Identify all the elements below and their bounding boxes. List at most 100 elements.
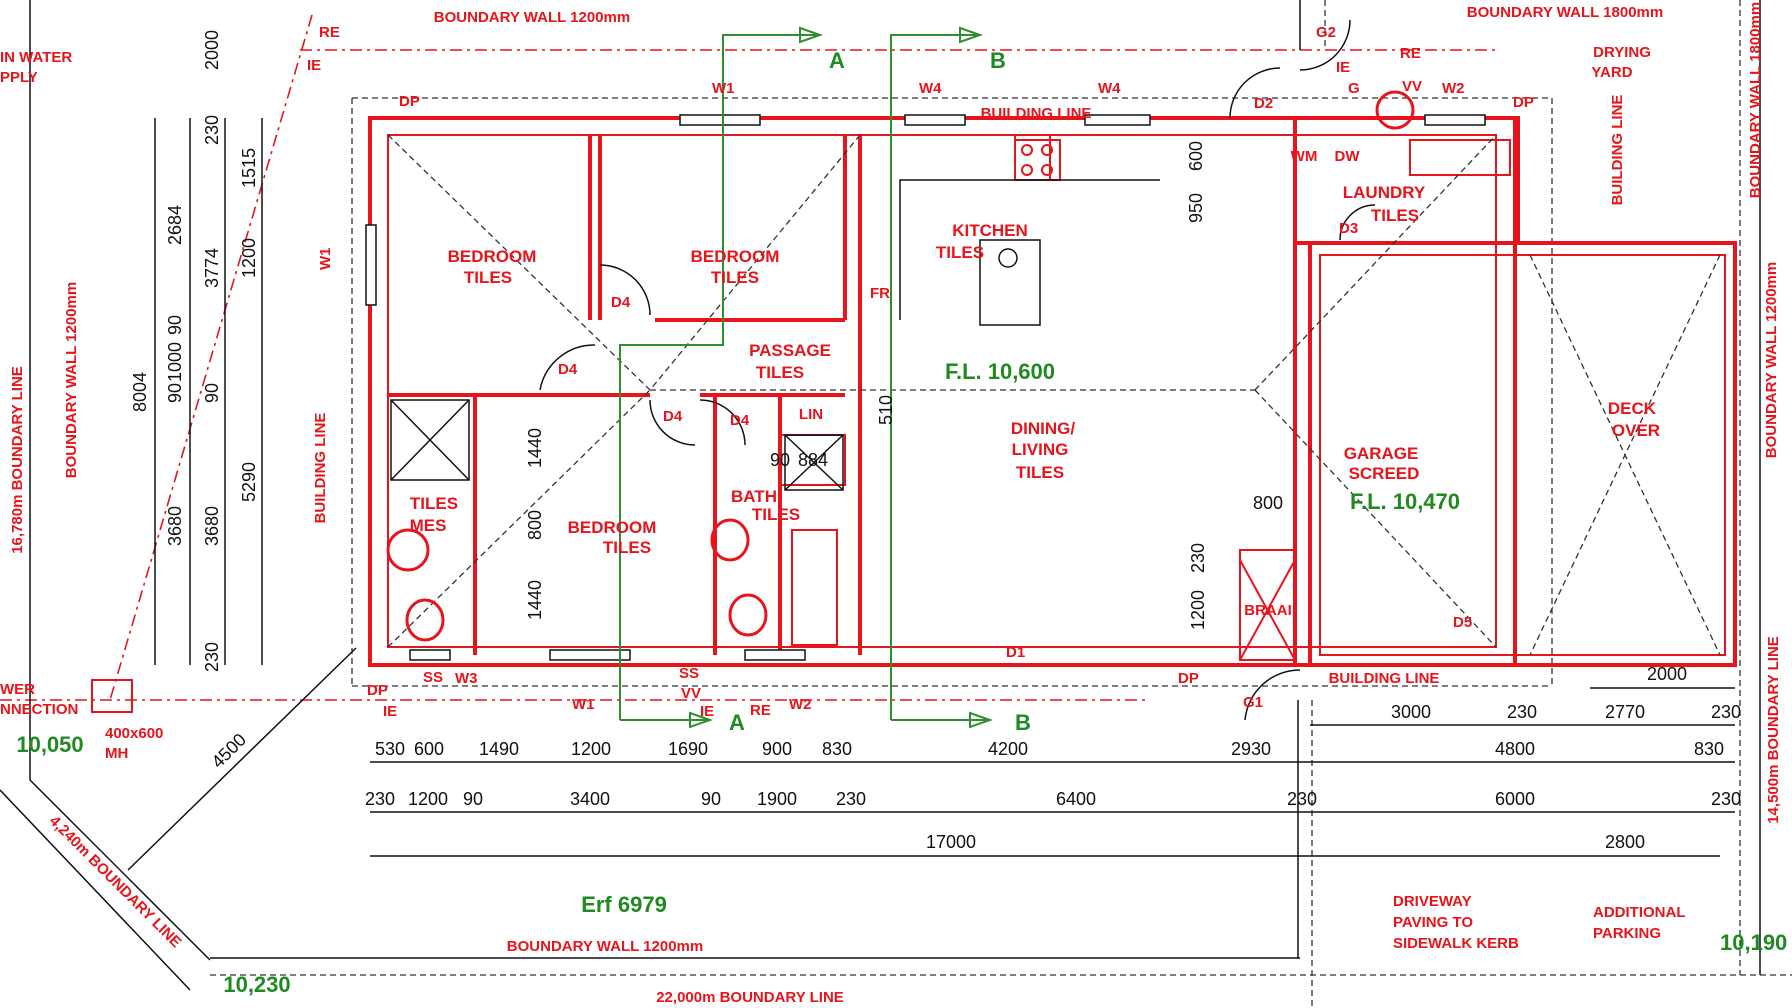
dim-passage-510: 510 (876, 395, 896, 425)
ie-tag-2: IE (1336, 59, 1350, 76)
dim-shower-884: 884 (798, 450, 828, 470)
sewer-note: WER (0, 681, 35, 698)
dp-tag-3: DP (367, 682, 388, 699)
doors (539, 19, 1376, 721)
section-a-top: A (829, 48, 845, 73)
dim-bed3-1440b: 1440 (525, 580, 545, 620)
dim-r1-7: 4200 (988, 739, 1028, 759)
garage-finish: SCREED (1349, 464, 1420, 483)
d1-tag: D1 (1006, 644, 1025, 661)
building-line-top: BUILDING LINE (981, 105, 1092, 122)
ie-tag-3: IE (383, 703, 397, 720)
boundary-bottom-line: 22,000m BOUNDARY LINE (656, 989, 844, 1006)
laundry-finish: TILES (1371, 206, 1419, 225)
dim-r2-3: 3400 (570, 789, 610, 809)
boundary-right-line: 14,500m BOUNDARY LINE (1765, 636, 1782, 824)
vv-tag-1: VV (1402, 78, 1422, 95)
manhole-note-2: MH (105, 745, 128, 762)
driveway-note-2: PAVING TO (1393, 914, 1473, 931)
d2-tag: D2 (1254, 95, 1273, 112)
dim-r1-1: 600 (414, 739, 444, 759)
garage-label: GARAGE (1344, 444, 1419, 463)
g1-tag: G1 (1243, 694, 1263, 711)
dim-r1-0: 530 (375, 739, 405, 759)
corner-level-bottom: 10,230 (223, 972, 290, 997)
deck-label: DECK (1608, 399, 1657, 418)
room-labels: BEDROOM TILES BEDROOM TILES PASSAGE TILE… (410, 148, 1661, 619)
w2-tag-1: W2 (1442, 80, 1465, 97)
levels: F.L. 10,600 F.L. 10,470 10,050 10,230 10… (16, 359, 1787, 997)
d5-tag: D5 (1453, 614, 1472, 631)
walls (368, 116, 1737, 667)
dim-r2-0: 230 (365, 789, 395, 809)
bedroom3-label: BEDROOM (568, 518, 657, 537)
boundary-left-line: 16,780m BOUNDARY LINE (9, 366, 26, 554)
water-supply-note: IN WATER (0, 49, 72, 66)
dim-r2-7: 6400 (1056, 789, 1096, 809)
dim-r2-9: 6000 (1495, 789, 1535, 809)
building-line-bottom: BUILDING LINE (1329, 670, 1440, 687)
w4-tag-1: W4 (919, 80, 942, 97)
boundary-diagonal: 4,240m BOUNDARY LINE (46, 812, 185, 951)
windows (365, 114, 1486, 661)
dim-left-1200: 1200 (239, 238, 259, 278)
drying-yard-note-2: YARD (1591, 64, 1632, 81)
dim-left-2000: 2000 (202, 30, 222, 70)
section-a-bottom: A (729, 710, 745, 735)
re-tag-1: RE (319, 24, 340, 41)
drying-yard-note: DRYING (1593, 44, 1651, 61)
dim-left-3680a: 3680 (165, 506, 185, 546)
ie-tag-1: IE (307, 57, 321, 74)
w1-tag-2: W1 (317, 248, 334, 271)
dim-r1-8: 2930 (1231, 739, 1271, 759)
fridge-label: FR (870, 285, 890, 302)
dishwasher-label: DW (1335, 148, 1361, 165)
dim-left-1515: 1515 (239, 148, 259, 188)
dim-r1-10: 830 (1694, 739, 1724, 759)
dim-r1-4: 1690 (668, 739, 708, 759)
deck-finish: OVER (1612, 421, 1660, 440)
laundry-label: LAUNDRY (1343, 183, 1426, 202)
driveway-note-3: SIDEWALK KERB (1393, 935, 1519, 952)
dim-r2-6: 230 (836, 789, 866, 809)
bedroom2-finish: TILES (711, 268, 759, 287)
w3-tag: W3 (455, 670, 478, 687)
dim-r1-6: 830 (822, 739, 852, 759)
mes-label: MES (410, 516, 447, 535)
d4-tag-2: D4 (558, 361, 578, 378)
mes-finish: TILES (410, 494, 458, 513)
boundary-top-right: BOUNDARY WALL 1800mm (1467, 4, 1663, 21)
dim-left-2684: 2684 (165, 205, 185, 245)
ie-tag-4: IE (700, 703, 714, 720)
dim-left-90c: 90 (202, 383, 222, 403)
boundary-top-left: BOUNDARY WALL 1200mm (434, 9, 630, 26)
dim-left-230a: 230 (202, 115, 222, 145)
bedroom1-label: BEDROOM (448, 247, 537, 266)
dim-braai-1200: 1200 (1188, 590, 1208, 630)
dim-r2-10: 230 (1711, 789, 1741, 809)
sewer-note-2: NNECTION (0, 701, 78, 718)
passage-label: PASSAGE (749, 341, 831, 360)
dim-left-5290: 5290 (239, 462, 259, 502)
d4-tag-4: D4 (730, 412, 750, 429)
dim-diag-4500: 4500 (208, 730, 250, 772)
dim-bed3-1440a: 1440 (525, 428, 545, 468)
dim-r2-8: 230 (1287, 789, 1317, 809)
bedroom1-finish: TILES (464, 268, 512, 287)
dining-label: DINING/ (1011, 419, 1076, 438)
braai-label: BRAAI (1244, 602, 1292, 619)
site-notes: IN WATER PPLY WER NNECTION 400x600 MH DR… (0, 44, 1686, 952)
dim-deck-0: 2000 (1647, 664, 1687, 684)
dp-tag-1: DP (399, 93, 420, 110)
dim-r1-3: 1200 (571, 739, 611, 759)
floor-level-garage: F.L. 10,470 (1350, 489, 1460, 514)
dim-left-8004: 8004 (130, 372, 150, 412)
dimension-lines (154, 118, 1735, 857)
parking-note: ADDITIONAL (1593, 904, 1686, 921)
dim-shower-90: 90 (770, 450, 790, 470)
dim-deck-3: 2770 (1605, 702, 1645, 722)
ss-tag-2: SS (679, 665, 699, 682)
g2-tag: G2 (1316, 24, 1336, 41)
boundary-left-wall: BOUNDARY WALL 1200mm (63, 282, 80, 478)
